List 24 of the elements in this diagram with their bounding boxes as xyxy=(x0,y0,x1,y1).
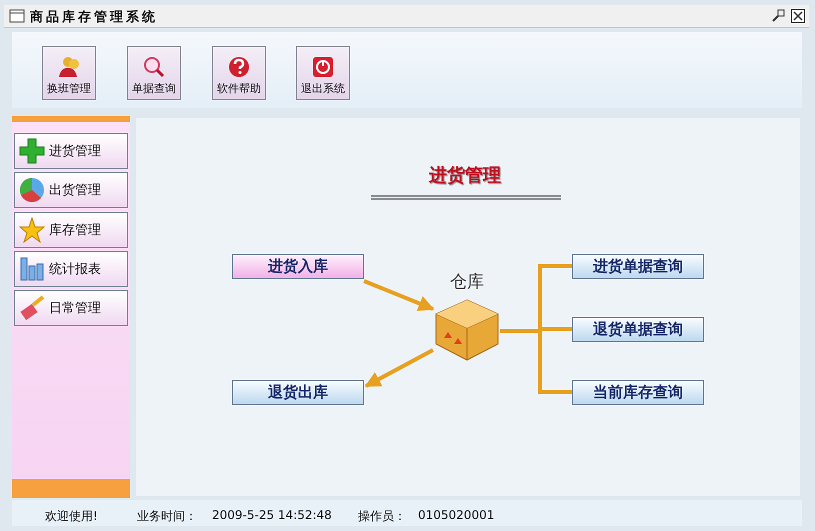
status-text: 0105020001 xyxy=(418,508,494,522)
sidebar-button: 日常管理 xyxy=(14,290,128,326)
node-box: 退货单据查询 xyxy=(572,317,704,342)
status-text: 操作员： xyxy=(358,508,406,525)
toolbar-button: 软件帮助 xyxy=(212,46,266,100)
arrow xyxy=(363,279,434,311)
node-box: 退货出库 xyxy=(232,380,364,405)
toolbar-button: 退出系统 xyxy=(296,46,350,100)
sidebar-button: 出货管理 xyxy=(14,172,128,208)
node-box: 进货入库 xyxy=(232,254,364,279)
sidebar-button: 库存管理 xyxy=(14,212,128,248)
status-text: 业务时间： xyxy=(137,508,197,525)
status-text: 欢迎使用! xyxy=(45,508,98,525)
toolbar-button: 单据查询 xyxy=(127,46,181,100)
window-title: 商品库存管理系统 xyxy=(30,8,158,26)
toolbar-button: 换班管理 xyxy=(42,46,96,100)
sidebar-button: 进货管理 xyxy=(14,133,128,169)
node-box: 进货单据查询 xyxy=(572,254,704,279)
status-text: 2009-5-25 14:52:48 xyxy=(212,508,332,522)
sidebar-button: 统计报表 xyxy=(14,250,128,287)
section-heading: 进货管理 xyxy=(428,164,502,187)
arrow xyxy=(364,348,434,388)
node-heading: 仓库 xyxy=(449,271,485,293)
node-box: 当前库存查询 xyxy=(572,380,704,405)
